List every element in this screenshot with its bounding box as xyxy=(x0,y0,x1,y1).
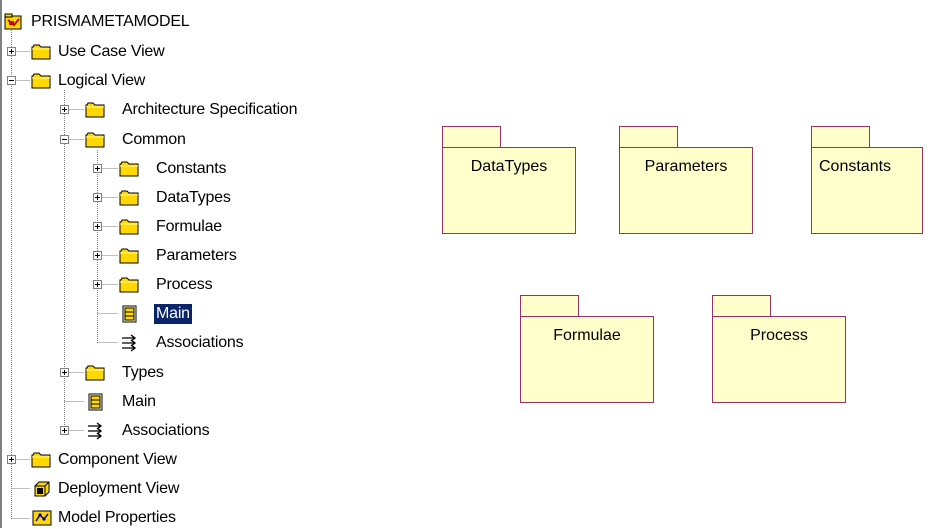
tree-item-label: Associations xyxy=(122,422,210,439)
associations-icon xyxy=(88,422,103,440)
collapse-minus-icon[interactable] xyxy=(60,135,69,144)
package-tab xyxy=(520,295,579,317)
folder-icon xyxy=(119,219,139,235)
expand-plus-icon[interactable] xyxy=(7,47,16,56)
tree-item-label: Main xyxy=(122,393,156,410)
folder-icon xyxy=(31,452,51,468)
tree-item-label: Component View xyxy=(58,451,177,468)
tree-item-label: Constants xyxy=(156,160,227,177)
folder-icon xyxy=(85,132,105,148)
package-label: Process xyxy=(712,316,846,403)
folder-icon xyxy=(31,73,51,89)
expand-plus-icon[interactable] xyxy=(93,251,102,260)
expand-plus-icon[interactable] xyxy=(93,222,102,231)
folder-icon xyxy=(119,248,139,264)
expand-plus-icon[interactable] xyxy=(60,105,69,114)
package-label: Formulae xyxy=(520,316,654,403)
package-tab xyxy=(442,126,501,148)
tree-item-label: Parameters xyxy=(156,247,237,264)
model-root-icon xyxy=(4,13,22,30)
tree-item-label: Formulae xyxy=(156,218,222,235)
folder-icon xyxy=(85,365,105,381)
package-label: Parameters xyxy=(619,147,753,234)
expand-plus-icon[interactable] xyxy=(93,164,102,173)
package-label: DataTypes xyxy=(442,147,576,234)
tree-item-label: Model Properties xyxy=(58,509,176,526)
collapse-minus-icon[interactable] xyxy=(7,76,16,85)
expand-plus-icon[interactable] xyxy=(93,280,102,289)
package-label: Constants xyxy=(811,147,923,234)
expand-plus-icon[interactable] xyxy=(7,455,16,464)
tree-item-label: Types xyxy=(122,364,164,381)
folder-icon xyxy=(31,44,51,60)
tree-item-label: DataTypes xyxy=(156,189,231,206)
tree-item-label: PRISMAMETAMODEL xyxy=(31,13,190,30)
tree-item-label: Use Case View xyxy=(58,43,165,60)
expand-plus-icon[interactable] xyxy=(60,368,69,377)
package-tab xyxy=(712,295,771,317)
folder-icon xyxy=(85,102,105,118)
tree-item-label: Main xyxy=(153,303,193,325)
tree-item-label: Deployment View xyxy=(58,480,180,497)
tree-item-label: Process xyxy=(156,276,213,293)
model-properties-icon xyxy=(32,510,52,526)
tree-item-label: Associations xyxy=(156,334,244,351)
deployment-icon xyxy=(34,481,50,497)
associations-icon xyxy=(122,334,137,352)
folder-icon xyxy=(119,190,139,206)
expand-plus-icon[interactable] xyxy=(60,426,69,435)
tree-connector-lines xyxy=(11,24,118,519)
tree-item-label: Architecture Specification xyxy=(122,101,298,118)
folder-icon xyxy=(119,277,139,293)
tree-item-label: Common xyxy=(122,131,186,148)
model-browser-tree: PRISMAMETAMODEL Use Case View Logical Vi… xyxy=(0,0,352,528)
tree-item-label: Logical View xyxy=(58,72,146,89)
package-tab xyxy=(619,126,678,148)
package-tab xyxy=(811,126,870,148)
folder-icon xyxy=(119,161,139,177)
class-diagram-icon xyxy=(88,393,103,411)
class-diagram-canvas[interactable]: DataTypes Parameters Constants Formulae … xyxy=(350,0,947,528)
class-diagram-icon xyxy=(122,305,137,323)
expand-plus-icon[interactable] xyxy=(93,193,102,202)
